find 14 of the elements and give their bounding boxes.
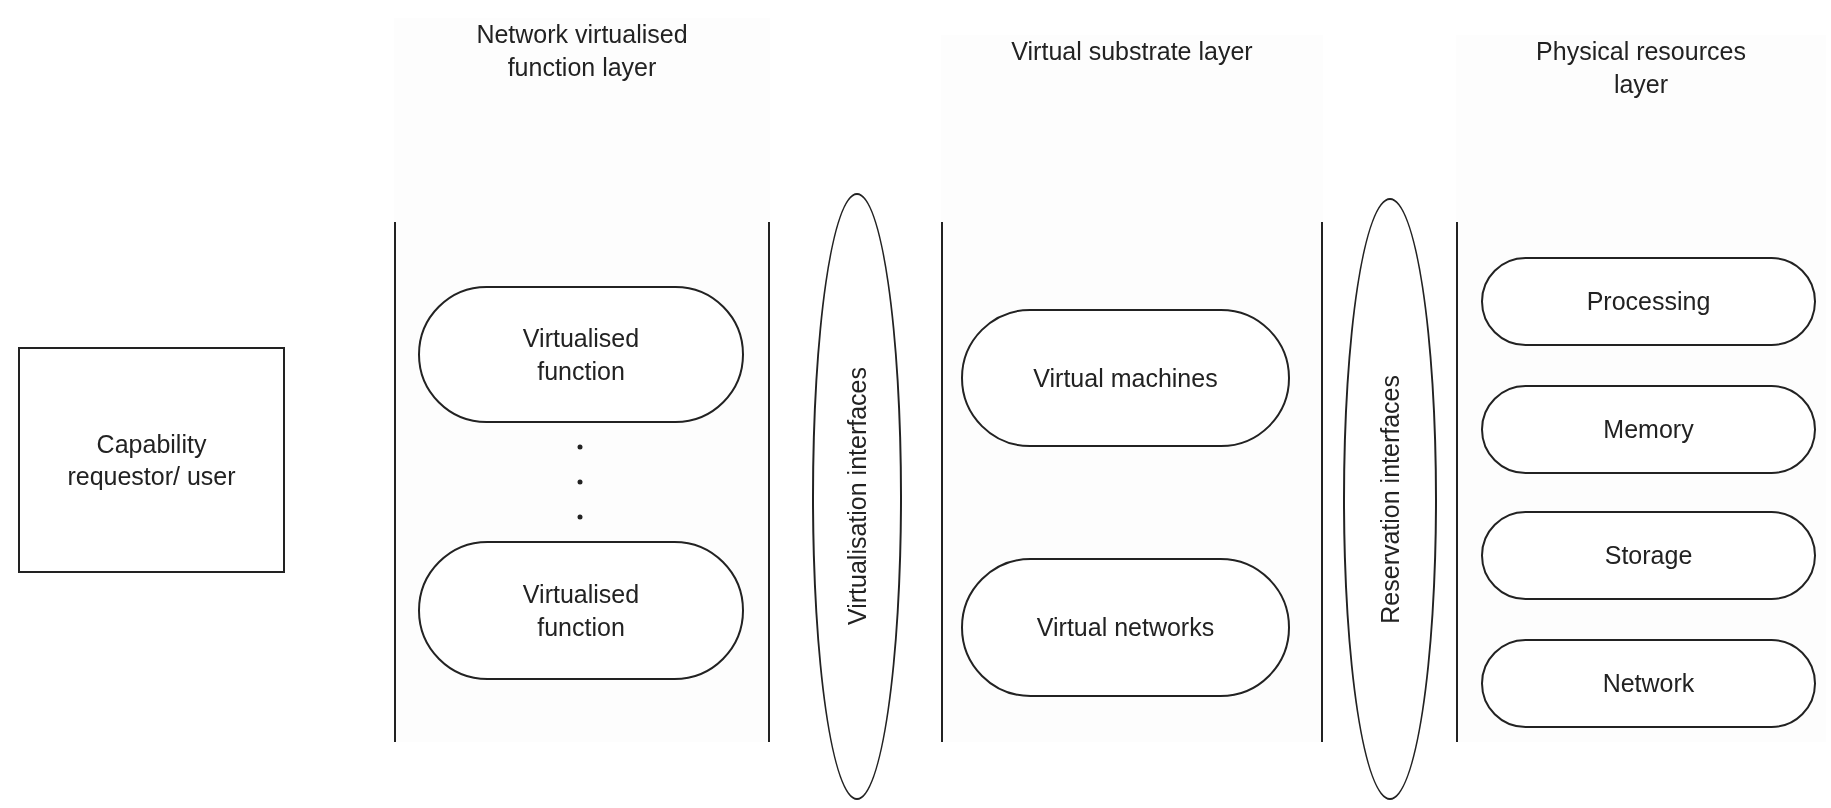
component-pill: Storage	[1481, 511, 1816, 600]
component-pill: Virtual machines	[961, 309, 1290, 447]
component-pill: Virtualised function	[418, 286, 744, 423]
layer-heading: Physical resources layer	[1535, 36, 1747, 100]
component-pill: Virtualised function	[418, 541, 744, 680]
layer-heading: Network virtualised function layer	[475, 19, 689, 83]
actor-box: Capability requestor/ user	[18, 347, 285, 573]
layer-heading: Virtual substrate layer	[1010, 36, 1254, 67]
component-pill: Virtual networks	[961, 558, 1290, 697]
component-pill: Network	[1481, 639, 1816, 728]
component-pill: Memory	[1481, 385, 1816, 474]
component-pill: Processing	[1481, 257, 1816, 346]
interface-ellipse: Virtualisation interfaces	[812, 193, 902, 800]
interface-ellipse: Reservation interfaces	[1343, 198, 1437, 800]
